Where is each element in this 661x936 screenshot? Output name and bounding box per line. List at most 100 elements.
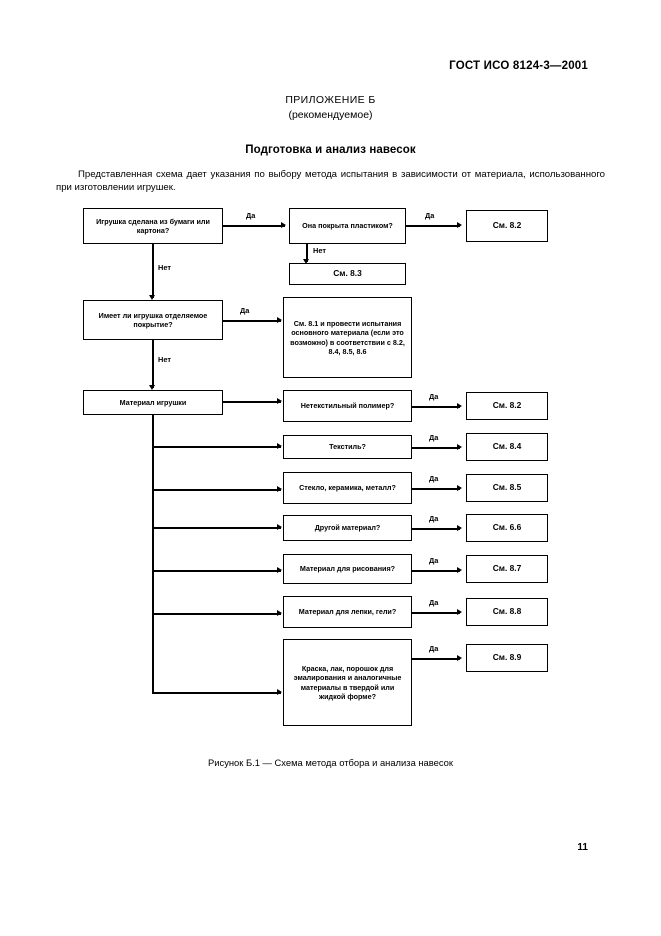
node-reference-83: См. 8.3	[289, 263, 406, 285]
arrowhead-icon	[303, 259, 309, 264]
arrowhead-icon	[281, 222, 286, 228]
edge-material-spine	[152, 415, 154, 693]
node-label: Другой материал?	[314, 523, 381, 533]
node-reference-84: См. 8.4	[466, 433, 548, 461]
annex-label: ПРИЛОЖЕНИЕ Б	[285, 94, 376, 106]
edge-label-yes-coating: Да	[240, 306, 250, 315]
arrowhead-icon	[457, 403, 462, 409]
node-label: См. 8.4	[492, 441, 522, 452]
node-label: См. 8.3	[333, 268, 362, 279]
node-label: См. 8.8	[492, 606, 522, 617]
node-label: См. 6.6	[492, 522, 522, 533]
edge-spine-to-glass	[152, 489, 281, 491]
standard-header: ГОСТ ИСО 8124-3—2001	[449, 60, 588, 72]
edge-label-yes-modelling: Да	[429, 598, 439, 607]
edge-spine-to-drawing	[152, 570, 281, 572]
node-question-paint-lacquer: Краска, лак, порошок для эмалирования и …	[283, 639, 412, 726]
edge-spine-to-paint	[152, 692, 281, 694]
arrowhead-icon	[277, 398, 282, 404]
edge-plastic-to-ref83	[306, 244, 308, 262]
node-reference-66: См. 6.6	[466, 514, 548, 542]
node-label: Нетекстильный полимер?	[300, 401, 395, 411]
edge-label-yes-textile: Да	[429, 433, 439, 442]
edge-glass-to-ref85	[412, 488, 460, 490]
node-label: См. 8.5	[492, 482, 522, 493]
node-question-other-material: Другой материал?	[283, 515, 412, 541]
node-label: См. 8.9	[492, 652, 522, 663]
arrowhead-icon	[457, 525, 462, 531]
node-label: См. 8.1 и провести испытания основного м…	[290, 318, 405, 356]
arrowhead-icon	[149, 385, 155, 390]
node-label: Игрушка сделана из бумаги или картона?	[96, 216, 210, 235]
node-question-paper: Игрушка сделана из бумаги или картона?	[83, 208, 223, 244]
arrowhead-icon	[457, 609, 462, 615]
figure-caption: Рисунок Б.1 — Схема метода отбора и анал…	[208, 757, 453, 768]
arrowhead-icon	[149, 295, 155, 300]
arrowhead-icon	[277, 689, 282, 695]
arrowhead-icon	[277, 567, 282, 573]
node-reference-82-top: См. 8.2	[466, 210, 548, 242]
node-reference-87: См. 8.7	[466, 555, 548, 583]
edge-plastic-to-ref82	[406, 225, 460, 227]
node-label: Материал для рисования?	[299, 564, 396, 574]
edge-label-no-coating: Нет	[158, 355, 171, 364]
node-reference-89: См. 8.9	[466, 644, 548, 672]
node-label: Материал игрушки	[119, 397, 187, 407]
node-reference-85: См. 8.5	[466, 474, 548, 502]
edge-spine-to-modelling	[152, 613, 281, 615]
node-question-plastic-coated: Она покрыта пластиком?	[289, 208, 406, 244]
edge-material-to-polymer	[223, 401, 281, 403]
node-reference-82: См. 8.2	[466, 392, 548, 420]
node-question-textile: Текстиль?	[283, 435, 412, 459]
node-question-modelling-material: Материал для лепки, гели?	[283, 596, 412, 628]
node-material-of-toy: Материал игрушки	[83, 390, 223, 415]
page-number: 11	[577, 842, 588, 853]
node-reference-88: См. 8.8	[466, 598, 548, 626]
arrowhead-icon	[457, 222, 462, 228]
node-question-glass-ceramic-metal: Стекло, керамика, металл?	[283, 472, 412, 504]
section-title: Подготовка и анализ навесок	[245, 144, 416, 156]
annex-status: (рекомендуемое)	[288, 109, 373, 121]
arrowhead-icon	[457, 655, 462, 661]
edge-coating-to-material	[152, 340, 154, 388]
edge-other-to-ref66	[412, 528, 460, 530]
edge-paper-to-coating	[152, 244, 154, 298]
arrowhead-icon	[277, 486, 282, 492]
node-label: Текстиль?	[329, 442, 366, 452]
node-label: Стекло, керамика, металл?	[299, 483, 396, 493]
edge-label-yes-paper: Да	[246, 211, 256, 220]
node-label: Она покрыта пластиком?	[302, 221, 393, 231]
edge-spine-to-textile	[152, 446, 281, 448]
edge-paper-to-plastic	[223, 225, 285, 227]
edge-modelling-to-ref88	[412, 612, 460, 614]
edge-polymer-to-ref82	[412, 406, 460, 408]
edge-label-yes-paint: Да	[429, 644, 439, 653]
node-label: См. 8.2	[492, 220, 522, 231]
intro-text: Представленная схема дает указания по вы…	[56, 169, 605, 194]
arrowhead-icon	[277, 610, 282, 616]
arrowhead-icon	[277, 317, 282, 323]
edge-label-yes-glass: Да	[429, 474, 439, 483]
edge-textile-to-ref84	[412, 447, 460, 449]
arrowhead-icon	[457, 567, 462, 573]
edge-paint-to-ref89	[412, 658, 460, 660]
edge-label-yes-polymer: Да	[429, 392, 439, 401]
arrowhead-icon	[457, 485, 462, 491]
edge-label-no-plastic: Нет	[313, 246, 326, 255]
edge-drawing-to-ref87	[412, 570, 460, 572]
node-label: Имеет ли игрушка отделяемое покрытие?	[98, 310, 208, 329]
node-label: Краска, лак, порошок для эмалирования и …	[293, 663, 402, 701]
intro-paragraph: Представленная схема дает указания по вы…	[56, 168, 605, 194]
edge-coating-to-ref81	[223, 320, 281, 322]
edge-label-yes-other: Да	[429, 514, 439, 523]
node-reference-81-detailed: См. 8.1 и провести испытания основного м…	[283, 297, 412, 378]
node-question-removable-coating: Имеет ли игрушка отделяемое покрытие?	[83, 300, 223, 340]
edge-label-yes-drawing: Да	[429, 556, 439, 565]
arrowhead-icon	[277, 524, 282, 530]
node-label: См. 8.2	[492, 400, 522, 411]
arrowhead-icon	[457, 444, 462, 450]
node-label: Материал для лепки, гели?	[298, 607, 397, 617]
arrowhead-icon	[277, 443, 282, 449]
